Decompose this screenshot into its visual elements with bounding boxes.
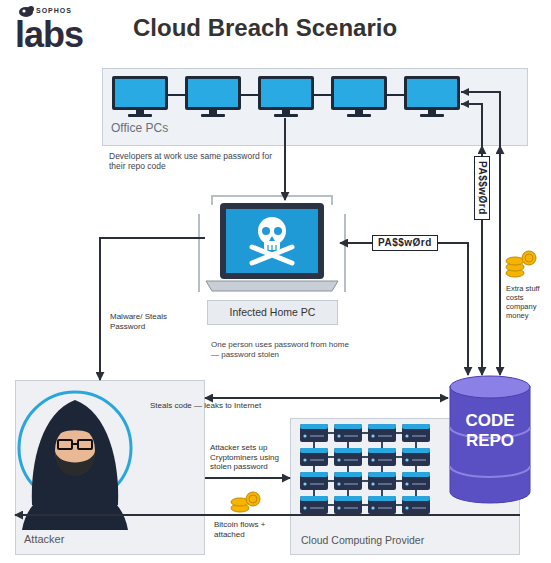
skull-eye xyxy=(274,227,282,235)
edge-label: PA$$wØrd xyxy=(474,156,490,220)
skull-head xyxy=(258,217,286,245)
server xyxy=(368,472,396,490)
server xyxy=(402,424,430,442)
coin xyxy=(231,498,249,506)
connector-arrow xyxy=(481,146,483,375)
connector-arrow xyxy=(15,514,520,516)
edge-label: Extra stuff costs company money xyxy=(506,284,550,320)
server xyxy=(402,496,430,514)
shoulders xyxy=(22,488,128,530)
office-monitor xyxy=(112,76,168,117)
edge-label: Bitcoin flows + attached xyxy=(214,520,290,539)
coin xyxy=(506,257,524,265)
edge-label: PA$$wØrd xyxy=(372,235,438,251)
connector-arrow xyxy=(205,397,448,399)
skull-eye xyxy=(262,227,270,235)
connector-arrow xyxy=(499,146,501,375)
office-monitors xyxy=(112,76,500,146)
database-cylinder: CODE REPO xyxy=(448,375,532,505)
connector-arrow xyxy=(205,477,290,479)
beard xyxy=(55,452,95,476)
attacker-figure xyxy=(19,392,131,530)
logo-blob xyxy=(19,7,33,17)
connector-arrow xyxy=(340,243,468,375)
network-wire xyxy=(168,94,404,96)
group-label: Office PCs xyxy=(111,121,168,135)
infected-laptop xyxy=(199,196,345,292)
coin xyxy=(246,492,260,506)
server xyxy=(300,496,328,514)
connector-arrow xyxy=(284,146,286,200)
coin-rim xyxy=(249,495,257,503)
server xyxy=(334,472,362,490)
laptop-base xyxy=(206,281,338,291)
server xyxy=(368,448,396,466)
server xyxy=(368,496,396,514)
laptop-bezel xyxy=(220,203,324,279)
node-label: Infected Home PC xyxy=(207,300,338,325)
server xyxy=(368,424,396,442)
logo-icon xyxy=(19,6,34,17)
panel-label: Attacker xyxy=(24,533,64,546)
server xyxy=(334,496,362,514)
server xyxy=(402,448,430,466)
logo-text: labs xyxy=(15,13,83,56)
edge-label: Attacker sets up Cryptominers using stol… xyxy=(210,443,288,472)
glasses xyxy=(78,440,92,449)
office-monitor xyxy=(185,76,241,117)
office-monitor xyxy=(404,76,460,117)
figure-ring xyxy=(19,392,131,504)
server-grid xyxy=(300,424,430,514)
arrow-head xyxy=(461,88,469,108)
laptop-screen xyxy=(226,209,318,273)
actor-panel: Attacker xyxy=(15,380,205,555)
group-band: Office PCsDevelopers at work use same pa… xyxy=(102,68,528,146)
crossbones xyxy=(252,247,292,263)
note-text: One person uses password from home — pas… xyxy=(211,340,351,359)
database-label: CODE REPO xyxy=(458,411,522,450)
frame-bracket xyxy=(199,214,345,292)
server xyxy=(334,448,362,466)
office-monitor xyxy=(331,76,387,117)
face xyxy=(55,426,95,474)
logo-blob xyxy=(28,6,34,12)
office-monitor xyxy=(258,76,314,117)
frame-bracket xyxy=(212,196,332,205)
coin-stack xyxy=(506,251,536,277)
cylinder-band xyxy=(450,466,530,477)
coin-stack xyxy=(231,492,260,512)
coin xyxy=(506,263,524,271)
cylinder-top xyxy=(450,376,530,398)
server xyxy=(334,424,362,442)
note-text: Developers at work use same password for… xyxy=(109,151,281,171)
diagram-title: Cloud Breach Scenario xyxy=(133,14,397,43)
device-node: Infected Home PCOne person uses password… xyxy=(205,200,340,335)
panel-label: Cloud Computing Provider xyxy=(301,534,424,547)
skull-jaw xyxy=(264,238,280,250)
glasses-bridge xyxy=(72,443,78,445)
hood xyxy=(32,400,118,505)
coin xyxy=(506,269,524,277)
server-wire xyxy=(300,433,430,505)
edge-label: Malware/ Steals Password xyxy=(110,312,174,331)
logo-dot xyxy=(22,9,25,12)
connector-group xyxy=(15,146,520,515)
lead-wire xyxy=(461,92,500,146)
cylinder-body xyxy=(450,386,530,503)
connector-arrow xyxy=(100,238,205,380)
logo-text: SOPHOS xyxy=(36,7,72,15)
server xyxy=(300,424,328,442)
server xyxy=(402,472,430,490)
server xyxy=(300,448,328,466)
hood-shadow xyxy=(52,421,98,441)
coin-rim xyxy=(525,254,533,262)
coin xyxy=(231,504,249,512)
coin xyxy=(522,251,536,265)
skull-teeth xyxy=(268,245,276,250)
skull-nose xyxy=(269,236,275,241)
lead-wire xyxy=(284,118,286,146)
glasses xyxy=(58,440,72,449)
server xyxy=(300,472,328,490)
